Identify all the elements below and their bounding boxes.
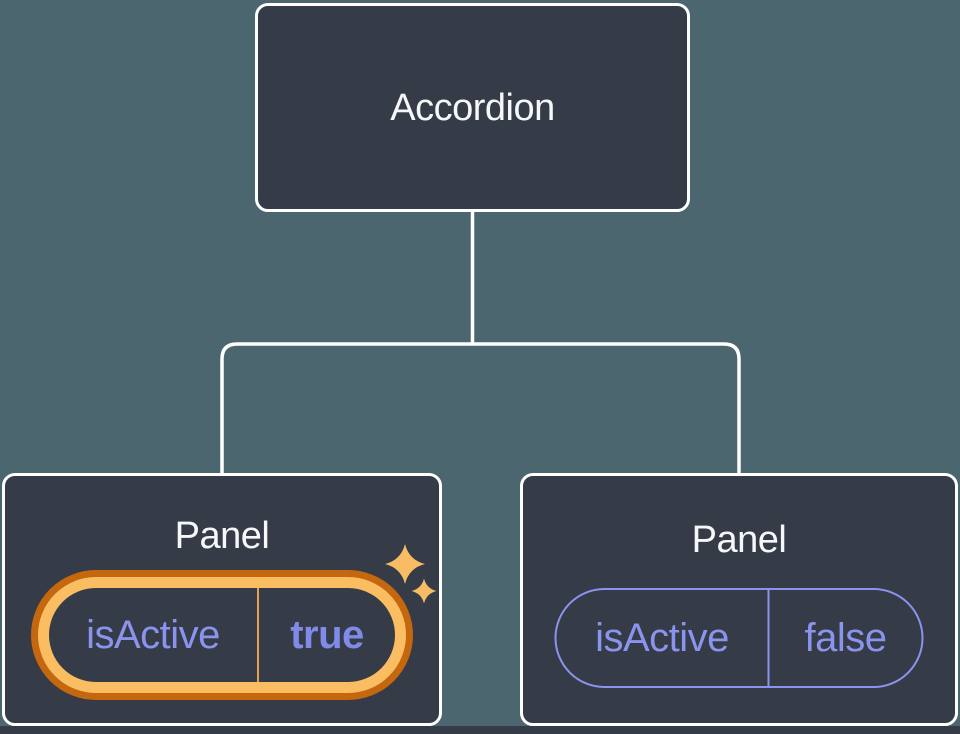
- panel-title: Panel: [174, 515, 270, 557]
- sparkle-small: [411, 578, 437, 604]
- panel-node-inactive: Panel isActive false: [520, 473, 958, 726]
- accordion-label: Accordion: [390, 86, 555, 129]
- state-divider: [257, 588, 259, 682]
- state-divider: [767, 590, 770, 686]
- connector-branch: [220, 342, 741, 474]
- state-key: isActive: [595, 616, 729, 660]
- state-value: false: [804, 616, 888, 660]
- sparkle-large: [385, 544, 425, 584]
- state-key: isActive: [86, 613, 220, 657]
- state-highlight-ring: isActive true: [31, 570, 413, 700]
- state-value: true: [290, 613, 364, 657]
- state-pill: isActive false: [554, 588, 924, 688]
- panel-node-active: Panel isActive true: [2, 473, 442, 726]
- state-pill: isActive true: [49, 588, 395, 682]
- accordion-node: Accordion: [255, 3, 690, 212]
- bottom-edge-strip: [0, 726, 960, 734]
- sparkle-icon: [385, 544, 437, 604]
- panel-title: Panel: [691, 519, 787, 561]
